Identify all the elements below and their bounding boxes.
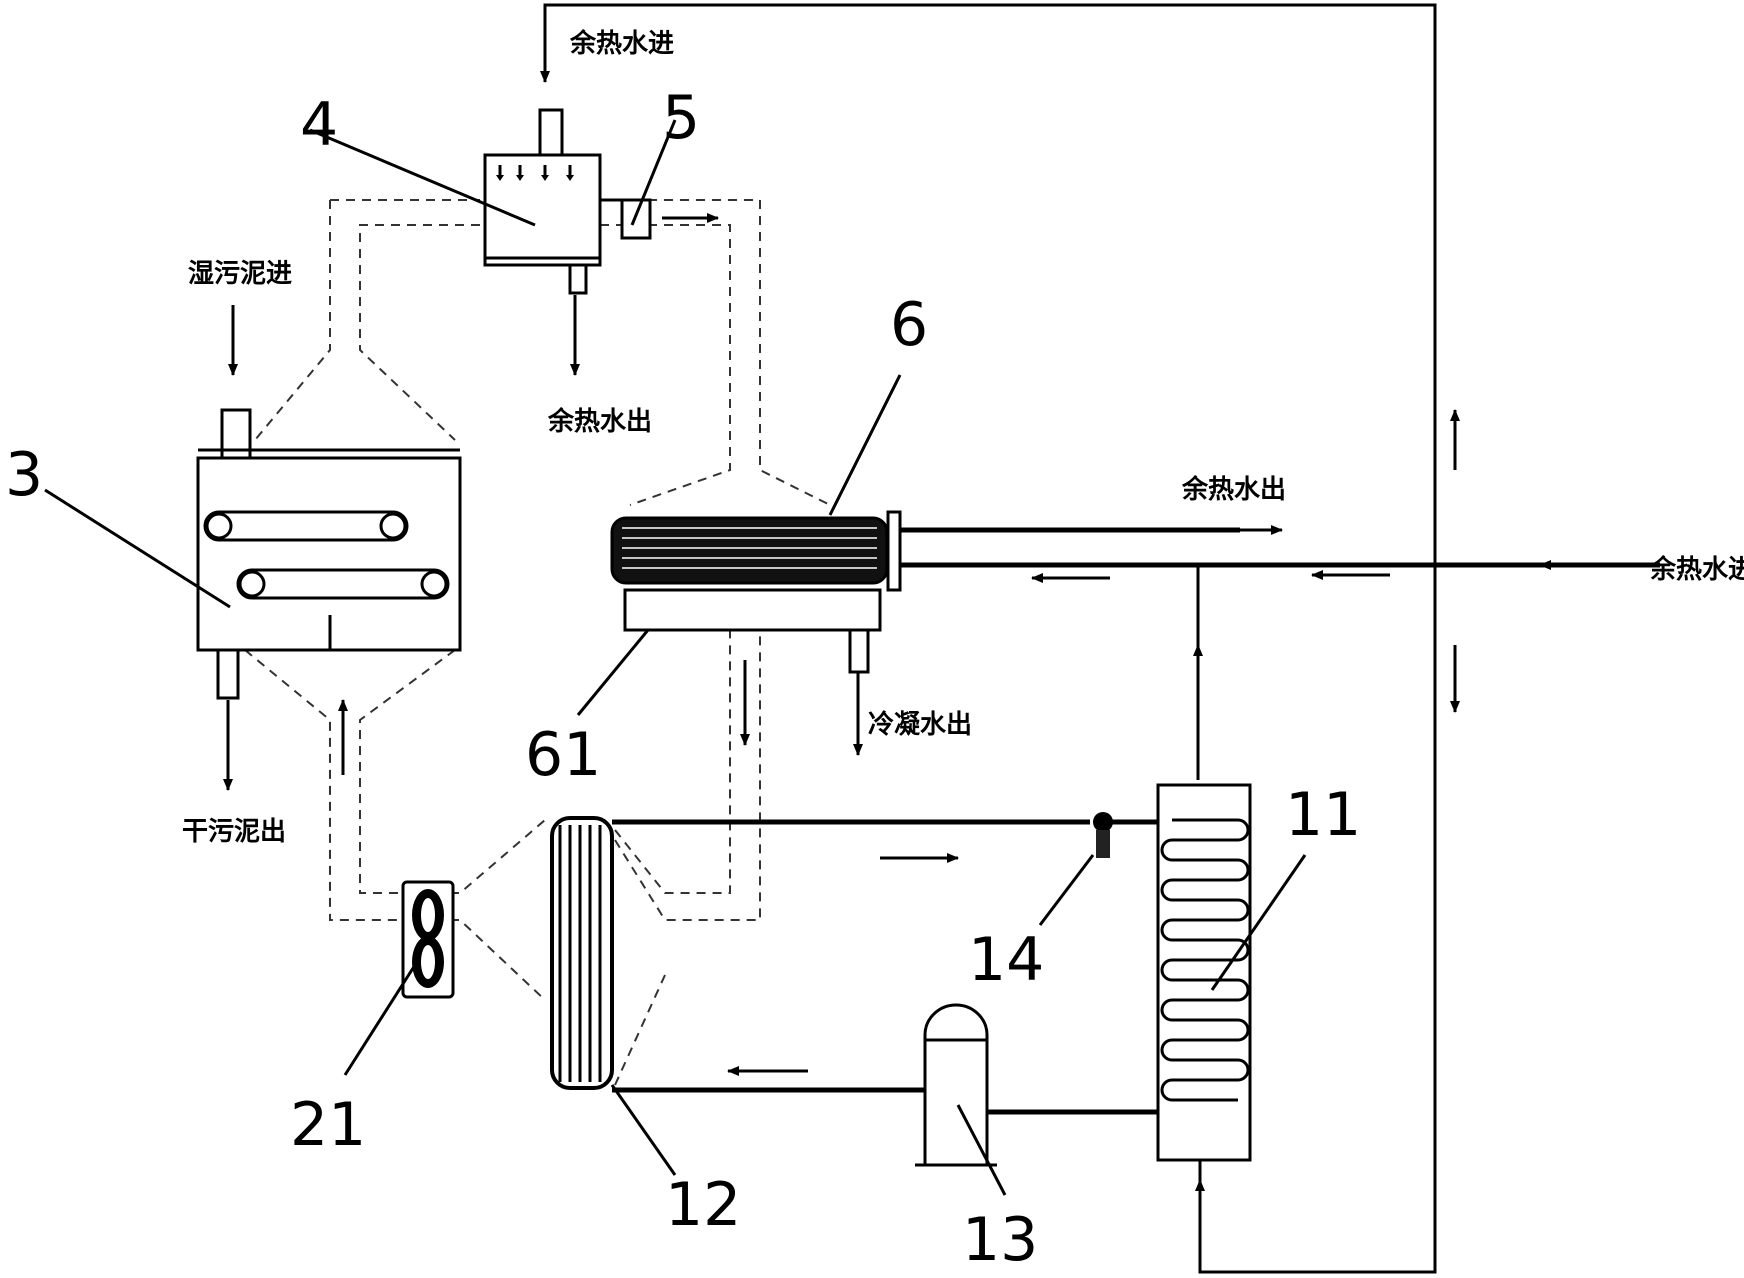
- air-duct-loop: [244, 199, 831, 1086]
- spray-nozzles: [496, 165, 574, 181]
- label-3: 3: [5, 440, 43, 510]
- belt-dryer-3: [44, 408, 462, 700]
- label-wet-sludge-in: 湿污泥进: [188, 259, 292, 289]
- condensate-outlet-pipe: [848, 628, 870, 674]
- belt-lower: [236, 568, 450, 600]
- water-heat-exchanger-11: [1156, 783, 1307, 1162]
- label-waste-heat-water-in-right: 余热水进: [1649, 554, 1744, 585]
- heat-exchanger-6: [576, 374, 1660, 716]
- condenser-12: [550, 816, 1090, 1176]
- label-61: 61: [525, 720, 601, 790]
- label-waste-heat-water-out-6: 余热水出: [1181, 474, 1286, 505]
- hx-header: [886, 510, 902, 592]
- label-21: 21: [290, 1090, 366, 1160]
- spray-body: [483, 153, 602, 267]
- compressor-body: [923, 1038, 989, 1167]
- spray-inlet-pipe: [538, 108, 564, 157]
- belt-upper: [203, 510, 409, 542]
- dryer-body: [196, 456, 462, 652]
- condensate-tray-61: [623, 588, 882, 632]
- label-12: 12: [665, 1170, 741, 1240]
- label-14: 14: [968, 925, 1044, 995]
- label-13: 13: [962, 1205, 1038, 1275]
- label-11: 11: [1285, 780, 1361, 850]
- label-waste-heat-water-in-top: 余热水进: [569, 28, 674, 59]
- expansion-valve-14: [1038, 812, 1158, 926]
- label-4: 4: [300, 90, 338, 160]
- circulation-fan-21: [343, 880, 455, 1076]
- spray-unit-4: [309, 108, 602, 295]
- label-6: 6: [890, 290, 928, 360]
- drain-trap-5: [600, 119, 719, 240]
- waste-heat-water-loop: [543, 3, 1437, 1274]
- label-condensate-out: 冷凝水出: [868, 709, 972, 740]
- spray-outlet-pipe: [568, 263, 588, 295]
- label-dry-sludge-out: 干污泥出: [182, 817, 286, 847]
- hx11-body: [1156, 783, 1252, 1162]
- compressor-13: [915, 1003, 1158, 1196]
- label-waste-heat-water-out-4: 余热水出: [547, 406, 652, 437]
- label-5: 5: [662, 83, 700, 153]
- flow-arrows: [223, 15, 1600, 1215]
- dryer-outlet-pipe: [216, 648, 240, 700]
